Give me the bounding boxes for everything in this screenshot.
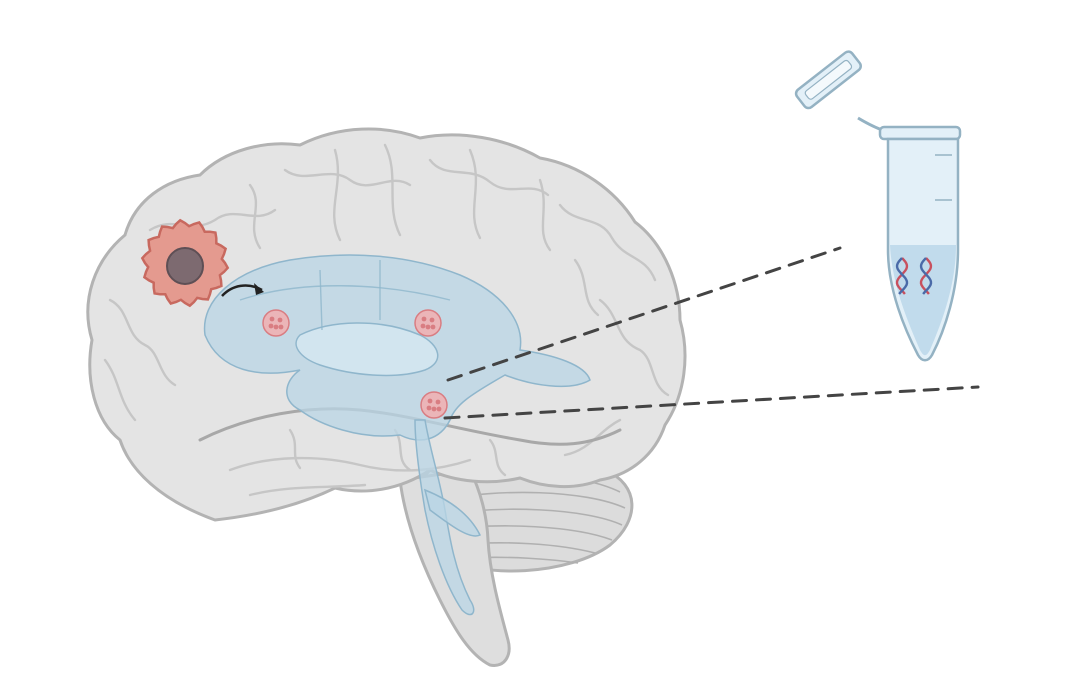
tube-rim [878, 125, 962, 141]
temporal-sulcus [288, 428, 302, 470]
tumor-cell-nucleus [273, 324, 279, 330]
curved-arrow-icon [221, 283, 264, 297]
tumor-cell-nucleus [269, 316, 275, 322]
tumor-cell-nucleus [430, 324, 436, 330]
gyrus-line [598, 298, 670, 397]
dna-fragments [895, 257, 933, 295]
gyrus-line [283, 168, 412, 187]
tumor-cell-nucleus [429, 317, 435, 323]
gyrus-line [558, 203, 657, 282]
sulcus-line [383, 143, 402, 237]
sulcus-line [248, 183, 262, 250]
ventricle-edge [239, 285, 451, 301]
projection-lines [443, 246, 980, 420]
gyrus-line [428, 158, 550, 197]
tumor-cell-icon [414, 309, 442, 337]
tumor-cell-body [262, 309, 290, 337]
temporal-sulcus [488, 438, 507, 477]
tube-liquid [890, 245, 956, 356]
tumor-cell-nucleus [420, 323, 426, 329]
dna-strand [895, 257, 909, 295]
tumor-cell-nucleus [277, 317, 283, 323]
tumor-cell-icon [420, 391, 448, 419]
tumor-cell-nucleus [435, 399, 441, 405]
central-sulcus [333, 148, 342, 242]
fourth-ventricle [423, 488, 482, 537]
tumor-cells [262, 309, 448, 419]
tumor-necrotic-core [166, 247, 204, 285]
gyrus-line [573, 258, 600, 317]
ventricular-system-icon [203, 254, 591, 616]
dna-strand [919, 257, 933, 295]
tumor-cell-body [414, 309, 442, 337]
dna-fragment-icon [895, 257, 909, 295]
tumor-cell-nucleus [425, 324, 431, 330]
sulcus-line [538, 178, 552, 252]
tumor-cell-body [420, 391, 448, 419]
tumor-cell-nucleus [436, 406, 442, 412]
tumor-cell-icon [262, 309, 290, 337]
projection-line-lower [443, 385, 980, 420]
cortical-gyri [103, 143, 670, 497]
projection-line-upper [446, 246, 842, 382]
tumor-cell-nucleus [268, 323, 274, 329]
tumor-cell-nucleus [431, 406, 437, 412]
tumor-cell-nucleus [278, 324, 284, 330]
tube-cap-rim [804, 59, 853, 100]
dna-strand [895, 257, 909, 295]
dna-fragment-icon [919, 257, 933, 295]
dna-strand [919, 257, 933, 295]
tube-lid [794, 50, 862, 110]
tumor-cell-nucleus [427, 398, 433, 404]
tumor-icon [140, 218, 230, 308]
ventricle-edge [319, 269, 323, 331]
temporal-gyrus [248, 483, 367, 497]
arrow-head [254, 283, 264, 295]
gyrus-line [103, 358, 137, 422]
tumor-cell-nucleus [426, 405, 432, 411]
tumor-cell-nucleus [421, 316, 427, 322]
temporal-gyrus [228, 456, 472, 472]
microcentrifuge-tube-icon [794, 50, 962, 362]
sulcus-line [468, 148, 482, 240]
third-ventricle [295, 322, 439, 377]
gyrus-line [108, 298, 177, 387]
